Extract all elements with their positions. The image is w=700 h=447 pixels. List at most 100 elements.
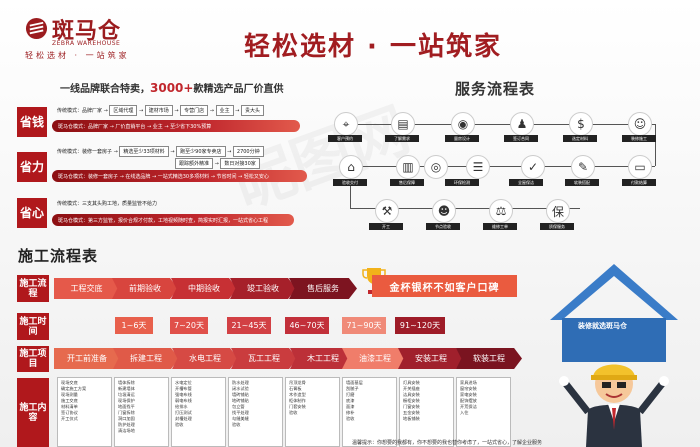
content-item: 施工交底 <box>61 398 78 403</box>
construction-title: 施工流程表 <box>18 247 99 265</box>
trad-item: 传统模式：装修一套房子 <box>57 149 113 155</box>
coins-icon: ◎ <box>424 155 448 179</box>
trad-item: 区域代理 <box>109 105 138 116</box>
trad-row-effort: 传统模式：装修一套房子 → 精选至少33项材料 → 跑至少90家专卖店 → 27… <box>57 146 264 157</box>
label-content: 施工内容 <box>17 378 49 447</box>
trad-row-worry: 传统模式：三支其头购工地，质量监管不给力 <box>57 200 157 207</box>
content-item: 入住 <box>460 410 469 415</box>
content-box: 墙面基层 刮腻子 打磨 底漆 面漆 修补 验收 <box>342 377 397 447</box>
content-item: 地板铺装 <box>403 416 420 421</box>
content-item: 验收 <box>346 416 355 421</box>
content-item: 洞口加固 <box>118 416 135 421</box>
project-step: 油漆工程 <box>342 348 408 369</box>
ours-bar-money: 斑马仓模式：品牌厂家 → 厂价直销平台 → 业主 → 至少省下30%预算 <box>52 120 300 132</box>
content-item: 现场测量 <box>61 392 78 397</box>
content-item: 材料清单 <box>61 404 78 409</box>
content-item: 包立管 <box>232 404 245 409</box>
trad-item: 2700分钟 <box>232 146 264 157</box>
content-item: 开关插座 <box>403 386 420 391</box>
brand-en: ZEBRA WAREHOUSE <box>52 40 121 47</box>
content-item: 门窗拆除 <box>118 410 135 415</box>
main-title: 轻松选材 · 一站筑家 <box>244 32 502 62</box>
content-item: 给排水 <box>175 404 188 409</box>
content-item: 验收 <box>175 422 184 427</box>
brand-name: 斑马仓 <box>52 19 122 44</box>
project-step: 软装工程 <box>456 348 522 369</box>
meeting-icon: ♟ <box>510 112 534 136</box>
mascot-house-illustration <box>550 264 678 447</box>
ours-bar-effort: 斑马仓模式：装修一套房子 → 在线选品牌 → 一站式精选30多项材料 → 节省时… <box>52 170 307 182</box>
tag-save-effort: 省力 <box>17 152 47 182</box>
content-item: 闭水试验 <box>232 386 249 391</box>
content-item: 现场交底 <box>61 380 78 385</box>
content-item: 修补 <box>346 410 355 415</box>
hammer-icon: ⚖ <box>489 199 513 223</box>
content-item: 找平处理 <box>232 410 249 415</box>
content-item: 现场保护 <box>118 398 135 403</box>
service-step-label: 签订合同 <box>504 135 538 142</box>
content-item: 验收 <box>232 422 241 427</box>
trad-item: 传统模式：品牌厂家 <box>57 108 103 114</box>
content-item: 吊顶龙骨 <box>289 380 306 385</box>
service-step-label: 售后保障 <box>390 179 424 186</box>
computer-icon: ▭ <box>628 155 652 179</box>
content-item: 门窗安装 <box>403 404 420 409</box>
service-step-label: 选定材料 <box>563 135 597 142</box>
project-step: 安装工程 <box>398 348 464 369</box>
promo-highlight: 3000+ <box>150 81 194 95</box>
content-item: 木作造型 <box>289 392 306 397</box>
promo-prefix: 一线品牌联合特卖， <box>60 84 150 95</box>
warranty-icon: 保 <box>546 199 570 223</box>
footer-note: 温馨提示：你想要的我都有，你不想要的我也替你考虑了，一站式省心，了解企业服务 <box>352 440 543 446</box>
trad-item: 精选至少33项材料 <box>119 146 169 157</box>
service-step-label: 付款结算 <box>622 179 656 186</box>
flow-step: 售后服务 <box>289 278 357 299</box>
house-slogan: 装修就选斑马仓 <box>578 322 627 330</box>
project-step: 木工工程 <box>290 348 356 369</box>
content-item: 垃圾清运 <box>118 392 135 397</box>
checkmark-icon: ✓ <box>521 155 545 179</box>
clipboard-icon: ▥ <box>396 155 420 179</box>
flow-connector <box>655 124 656 166</box>
service-step-label: 量房设计 <box>445 135 479 142</box>
content-item: 墙体拆除 <box>118 380 135 385</box>
service-step-label: 环保检测 <box>445 179 479 186</box>
promo-line: 一线品牌联合特卖，3000+款精选产品厂价直供 <box>60 80 283 95</box>
service-step-label: 验收交付 <box>333 179 367 186</box>
service-title: 服务流程表 <box>455 80 536 98</box>
content-item: 开荒保洁 <box>460 404 477 409</box>
service-step-label: 软装搭配 <box>565 179 599 186</box>
tools-icon: ✎ <box>571 155 595 179</box>
worker-icon: ☺ <box>628 112 652 136</box>
content-item: 洁具安装 <box>403 392 420 397</box>
content-item: 石膏板 <box>289 386 302 391</box>
content-item: 刮腻子 <box>346 386 359 391</box>
label-flow: 施工流程 <box>17 275 49 302</box>
content-item: 橱柜安装 <box>403 398 420 403</box>
content-item: 确定施工方案 <box>61 386 87 391</box>
service-step-label: 节点验收 <box>426 223 460 230</box>
content-box: 家具进场 窗帘安装 家电安装 配饰摆放 开荒保洁 入住 <box>456 377 511 447</box>
time-box: 91~120天 <box>395 317 445 334</box>
content-box: 水电定位 开槽布管 强电布线 弱电布线 给排水 打压测试 封槽处理 验收 <box>171 377 226 447</box>
tag-save-worry: 省心 <box>17 198 47 228</box>
time-box: 21~45天 <box>227 317 271 334</box>
content-item: 验收 <box>289 410 298 415</box>
flow-connector <box>350 208 580 209</box>
builder-icon: ⚒ <box>375 199 399 223</box>
content-item: 五金安装 <box>403 410 420 415</box>
design-icon: ◉ <box>451 112 475 136</box>
time-box: 46~70天 <box>285 317 329 334</box>
flow-step: 竣工验收 <box>230 278 296 299</box>
service-step-label: 客户预约 <box>328 135 362 142</box>
content-box: 灯具安装 开关插座 洁具安装 橱柜安装 门窗安装 五金安装 地板铺装 <box>399 377 454 447</box>
tag-save-money: 省钱 <box>17 107 47 137</box>
content-item: 强电布线 <box>175 392 192 397</box>
content-item: 弱电布线 <box>175 398 192 403</box>
content-item: 柜体制作 <box>289 398 306 403</box>
brand-slogan: 轻松选材 · 一站筑家 <box>25 51 130 60</box>
service-step-label: 装修施工 <box>622 135 656 142</box>
money-bag-icon: $ <box>569 112 593 136</box>
content-item: 水电定位 <box>175 380 192 385</box>
